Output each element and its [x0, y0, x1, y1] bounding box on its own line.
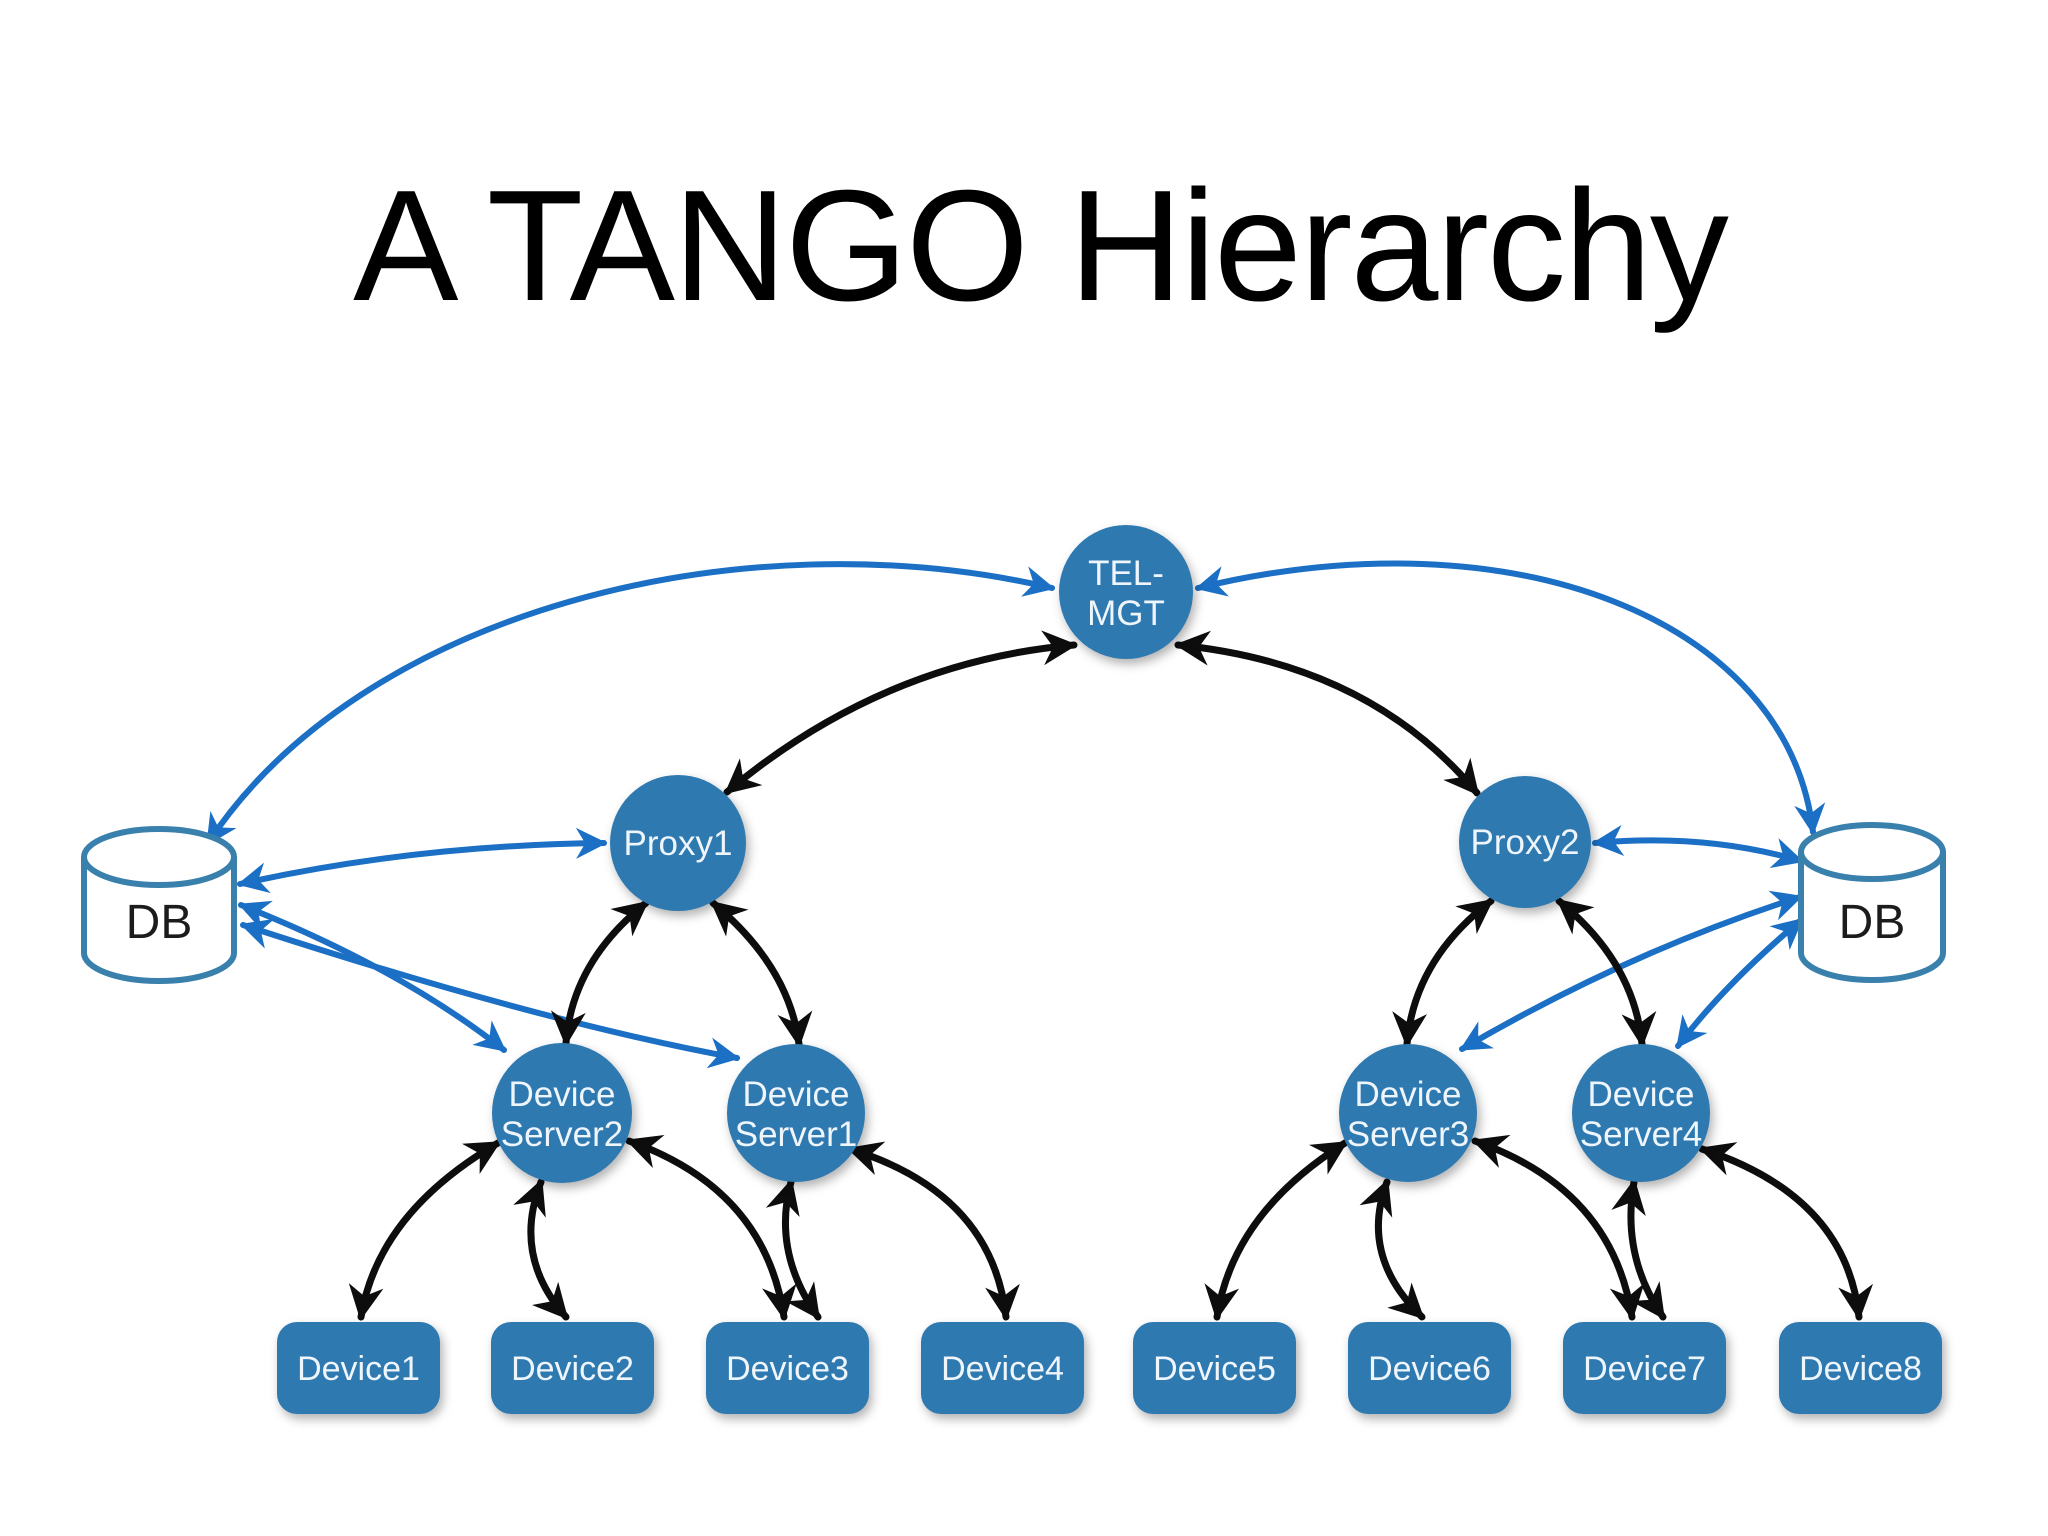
edge-db-left-device-server2: [238, 900, 507, 1053]
node-device1: Device1: [277, 1322, 440, 1414]
node-label: DB: [1839, 896, 1906, 949]
edge-device-server2-device1: [348, 1139, 502, 1321]
edge-db-left-tel-mgt: [205, 561, 1056, 846]
node-label: Server1: [735, 1115, 858, 1154]
node-label: Device3: [726, 1350, 849, 1388]
edge-device-server1-device4: [846, 1141, 1020, 1321]
edge-device-server4-device7: [1611, 1178, 1667, 1321]
node-label: Device: [1355, 1075, 1462, 1114]
node-label: Device7: [1583, 1350, 1706, 1388]
edge-db-right-device-server4: [1675, 917, 1804, 1049]
node-label: Device: [743, 1075, 850, 1114]
edge-device-server3-device5: [1204, 1139, 1349, 1321]
node-device8: Device8: [1779, 1322, 1942, 1414]
edge-db-right-proxy2: [1591, 824, 1804, 869]
node-label: Device2: [511, 1350, 634, 1388]
node-label: Proxy2: [1471, 823, 1580, 862]
node-label: Device5: [1153, 1350, 1276, 1388]
node-label: Device8: [1799, 1350, 1922, 1388]
edge-device-server1-device3: [765, 1178, 822, 1321]
node-label: Device4: [941, 1350, 1064, 1388]
node-label: Device1: [297, 1350, 420, 1388]
edge-proxy2-device-server4: [1555, 897, 1657, 1048]
node-device7: Device7: [1563, 1322, 1726, 1414]
edge-proxy1-device-server1: [709, 899, 813, 1048]
node-proxy2: Proxy2: [1459, 776, 1591, 908]
edge-db-left-proxy1: [236, 827, 608, 894]
node-device6: Device6: [1348, 1322, 1511, 1414]
edge-proxy2-device-server3: [1392, 897, 1495, 1048]
edge-db-right-device-server3: [1459, 890, 1803, 1052]
node-label: DB: [126, 896, 193, 949]
node-proxy1: Proxy1: [610, 775, 746, 911]
edge-db-right-tel-mgt: [1194, 560, 1826, 836]
edge-device-server2-device2: [513, 1178, 570, 1321]
edge-device-server4-device8: [1698, 1142, 1874, 1321]
edge-tel-mgt-proxy1: [723, 630, 1078, 796]
node-tel-mgt: TEL-MGT: [1059, 525, 1193, 659]
edge-tel-mgt-proxy2: [1174, 630, 1481, 797]
node-db-left: DB: [81, 826, 237, 984]
database-cylinder-icon: [81, 857, 237, 984]
node-device4: Device4: [921, 1322, 1084, 1414]
edge-db-left-device-server1: [240, 918, 741, 1069]
node-device5: Device5: [1133, 1322, 1296, 1414]
edges-layer: [205, 560, 1874, 1321]
edge-device-server3-device6: [1359, 1178, 1426, 1321]
node-label: MGT: [1087, 594, 1165, 633]
node-device2: Device2: [491, 1322, 654, 1414]
node-label: Device6: [1368, 1350, 1491, 1388]
node-label: Device: [509, 1075, 616, 1114]
node-device3: Device3: [706, 1322, 869, 1414]
node-label: Server4: [1580, 1115, 1703, 1154]
node-label: Server2: [501, 1115, 624, 1154]
database-cylinder-icon: [1798, 852, 1946, 983]
node-db-right: DB: [1798, 822, 1946, 983]
page-title: A TANGO Hierarchy: [353, 158, 1729, 334]
node-label: Device: [1588, 1075, 1695, 1114]
node-label: TEL-: [1088, 554, 1164, 593]
node-label: Proxy1: [624, 824, 733, 863]
node-label: Server3: [1347, 1115, 1470, 1154]
edge-proxy1-device-server2: [550, 899, 650, 1047]
